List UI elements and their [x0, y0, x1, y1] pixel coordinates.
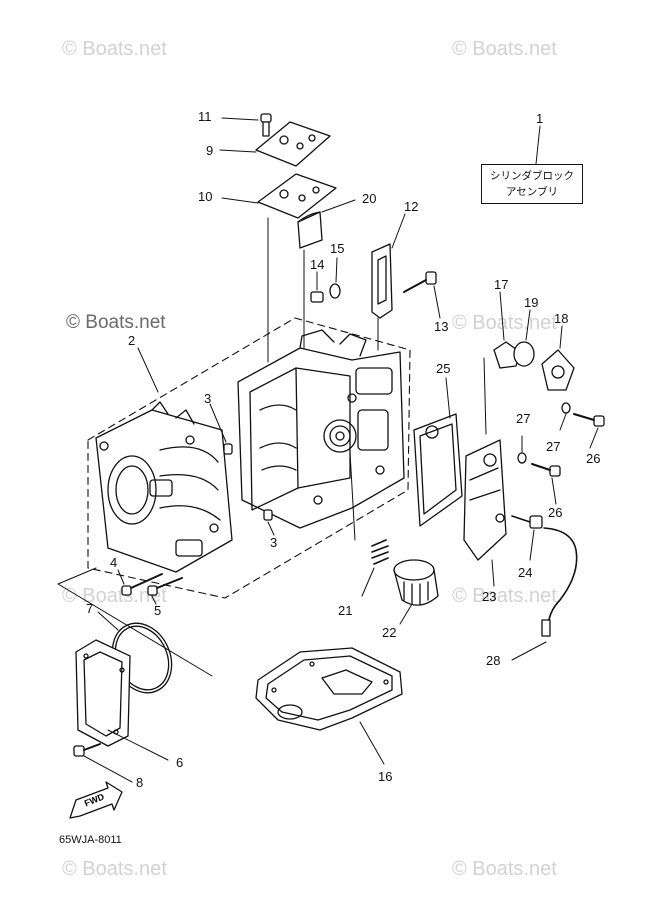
diagram-code: 65WJA-8011 — [59, 834, 122, 846]
gasket-16 — [255, 647, 403, 765]
callout-15: 15 — [330, 241, 345, 256]
bolt-4 — [117, 569, 163, 596]
washer-27 — [517, 452, 527, 464]
callout-27: 27 — [546, 439, 561, 454]
filter-22 — [393, 559, 439, 625]
hose-28 — [511, 527, 578, 661]
callout-7: 7 — [86, 601, 94, 616]
callout-24: 24 — [518, 565, 533, 580]
gasket-25 — [413, 377, 463, 527]
spring-21 — [361, 539, 389, 597]
assembly-label-box: シリンダブロック アセンブリ — [481, 164, 583, 204]
callout-4: 4 — [110, 555, 118, 570]
screen-20 — [297, 199, 356, 351]
callout-12: 12 — [404, 199, 419, 214]
washer-27 — [561, 402, 571, 414]
callout-10: 10 — [198, 189, 213, 204]
callout-28: 28 — [486, 653, 501, 668]
watermark: © Boats.net — [62, 858, 167, 880]
watermark: © Boats.net — [452, 858, 557, 880]
watermark: © Boats.net — [452, 312, 557, 334]
callout-9: 9 — [206, 143, 214, 158]
bracket-12 — [371, 213, 406, 351]
assembly-label-line1: シリンダブロック — [490, 170, 574, 182]
callout-16: 16 — [378, 769, 393, 784]
callout-27: 27 — [516, 411, 531, 426]
thermostat-17 — [483, 291, 521, 435]
bolt-26 — [531, 463, 561, 505]
bolt-11 — [221, 113, 272, 137]
fitting-24 — [511, 515, 543, 561]
bolt-13 — [403, 271, 441, 319]
assembly-label-line2: アセンブリ — [506, 186, 558, 198]
callout-26: 26 — [548, 505, 563, 520]
callout-3: 3 — [204, 391, 212, 406]
assembly-outline — [87, 317, 411, 599]
dowel-pin-3 — [223, 443, 233, 455]
callout-13: 13 — [434, 319, 449, 334]
callout-23: 23 — [482, 589, 497, 604]
callout-2: 2 — [128, 333, 136, 348]
cylinder-block-2 — [237, 329, 405, 541]
callout-1: 1 — [536, 111, 544, 126]
callout-22: 22 — [382, 625, 397, 640]
callout-20: 20 — [362, 191, 377, 206]
bolt-26 — [573, 413, 605, 449]
watermark: © Boats.net — [66, 312, 166, 333]
cover-18 — [541, 325, 575, 391]
watermark: © Boats.net — [452, 38, 557, 60]
callout-5: 5 — [154, 603, 162, 618]
callout-25: 25 — [436, 361, 451, 376]
bolt-8 — [73, 743, 133, 783]
callout-14: 14 — [310, 257, 325, 272]
cover-plate-9 — [219, 121, 331, 167]
gasket-10 — [221, 173, 337, 219]
callout-11: 11 — [198, 109, 212, 124]
cover-23 — [463, 439, 507, 587]
washer-15 — [329, 257, 341, 299]
fwd-arrow-icon — [69, 781, 123, 819]
callout-8: 8 — [136, 775, 144, 790]
callout-3: 3 — [270, 535, 278, 550]
dowel-pin-3 — [263, 509, 273, 521]
callout-21: 21 — [338, 603, 353, 618]
plug-14 — [310, 271, 324, 303]
bolt-5 — [147, 577, 183, 605]
cover-6 — [75, 639, 169, 761]
callout-19: 19 — [524, 295, 539, 310]
gasket-19 — [513, 309, 535, 367]
callout-18: 18 — [554, 311, 569, 326]
callout-26: 26 — [586, 451, 601, 466]
crankcase-2 — [95, 401, 233, 573]
watermark: © Boats.net — [62, 38, 167, 60]
callout-17: 17 — [494, 277, 509, 292]
callout-6: 6 — [176, 755, 184, 770]
watermark: © Boats.net — [452, 585, 557, 607]
